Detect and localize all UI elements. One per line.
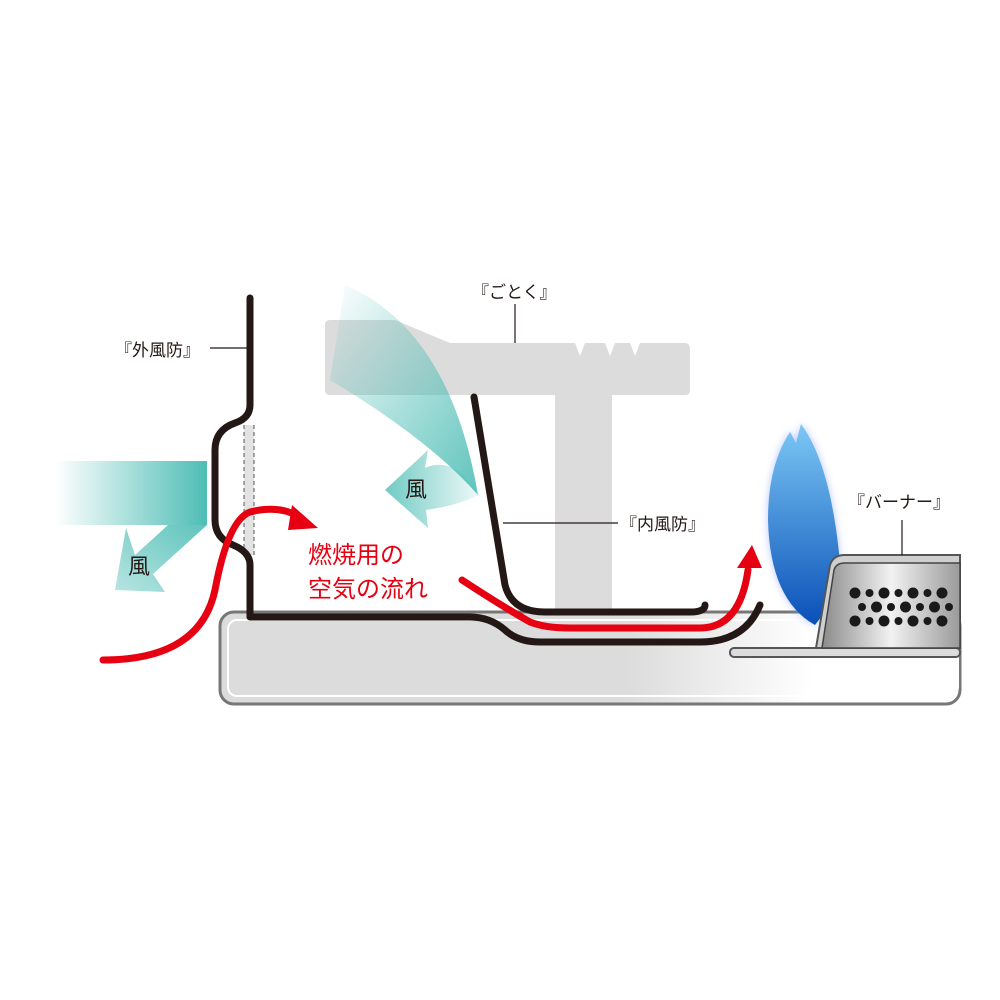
wind-band-left <box>55 461 207 525</box>
burner-hole <box>871 601 882 613</box>
airflow-arrowhead-left <box>288 505 318 530</box>
burner-hole <box>894 617 903 625</box>
burner-hole <box>929 601 940 613</box>
wind-label-left: 風 <box>128 555 150 580</box>
outer-windshield <box>211 294 764 646</box>
burner-hole <box>923 589 932 597</box>
wind-label-center: 風 <box>405 478 427 503</box>
airflow-label-line1: 燃焼用の <box>308 541 404 569</box>
burner-hole <box>923 617 932 625</box>
wind-arrow-center <box>385 450 478 528</box>
burner-hole <box>858 603 866 611</box>
label-trivet: 『ごとく』 <box>472 283 557 303</box>
airflow-curve-left <box>99 505 302 664</box>
burner-hole <box>878 615 890 627</box>
burner-hole <box>878 587 890 599</box>
label-outer-windshield: 『外風防』 <box>115 341 200 361</box>
burner-hole <box>894 589 903 597</box>
burner-hole <box>865 589 874 597</box>
burner-hole <box>907 615 919 627</box>
wind-arrow-left <box>115 525 207 592</box>
burner-hole <box>865 617 874 625</box>
airflow-label-line2: 空気の流れ <box>308 575 428 603</box>
burner-hole <box>936 587 948 599</box>
burner-hole <box>945 603 953 611</box>
label-inner-windshield: 『内風防』 <box>620 515 705 535</box>
airflow-arrowhead-right <box>737 545 762 568</box>
burner-hole <box>907 587 919 599</box>
airflow-curve-right <box>458 566 752 632</box>
burner-hole <box>916 603 924 611</box>
burner-hole <box>936 615 948 627</box>
burner-hole <box>849 587 861 599</box>
flame-icon <box>768 424 842 625</box>
vent-gap <box>244 425 254 555</box>
burner-hole <box>900 601 911 613</box>
wind-arrow-top <box>330 285 478 495</box>
burner-hole <box>849 615 861 627</box>
label-burner: 『バーナー』 <box>848 493 950 513</box>
inner-windshield <box>470 393 709 616</box>
burner <box>729 554 961 658</box>
burner-hole <box>887 603 895 611</box>
